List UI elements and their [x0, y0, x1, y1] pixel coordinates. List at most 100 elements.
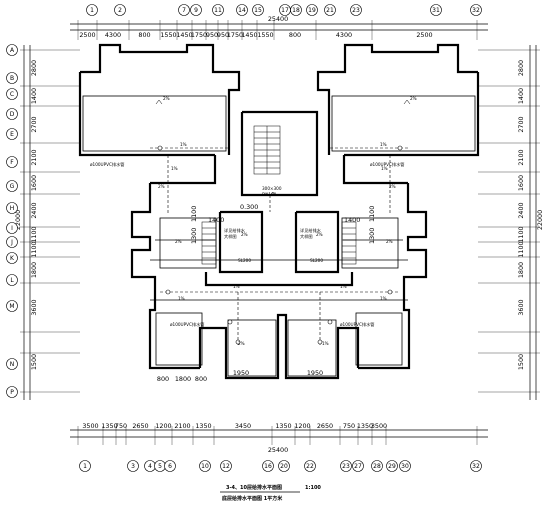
axis-bubble-top: [324, 4, 336, 16]
room-note-left-1: 详见给排水: [224, 227, 246, 234]
dim-left-label: 1500: [30, 354, 38, 370]
axis-bubble-bottom: [371, 460, 383, 472]
slope-label: 2%: [316, 232, 323, 237]
axis-bubble-bottom: [127, 460, 139, 472]
level-marks: [155, 99, 411, 197]
axis-label-top: 1: [90, 7, 94, 14]
axis-label-bottom: 6: [168, 463, 172, 470]
dim-right-label: 1100: [517, 241, 525, 257]
axis-label-left: I: [11, 225, 13, 232]
axis-bubble-bottom: [79, 460, 91, 472]
slope-label: 1%: [180, 142, 187, 147]
pipe-label-right: ø100UPVC排水管: [370, 161, 405, 168]
dim-top-total: 25400: [268, 15, 288, 23]
axis-label-bottom: 28: [373, 463, 381, 470]
dim-bottom-label: 2100: [174, 422, 190, 430]
axis-bubble-bottom: [386, 460, 398, 472]
dim-right-label: 3600: [517, 299, 525, 315]
axis-label-left: F: [10, 159, 14, 166]
axis-bubble-left: [6, 108, 18, 120]
dim-top-label: 800: [289, 31, 301, 39]
axis-bubble-top: [350, 4, 362, 16]
axis-label-bottom: 27: [354, 463, 362, 470]
slope-label: 2%: [389, 184, 396, 189]
axis-bubble-left: [6, 88, 18, 100]
dim-right-label: 1100: [517, 226, 525, 242]
dim-unit-label: 1950: [307, 369, 323, 377]
pipe-label-bottom-right: ø100UPVC排水管: [340, 321, 375, 328]
dim-top-label: 950: [217, 31, 229, 39]
axis-label-left: P: [10, 389, 14, 396]
slope-label: 1%: [233, 284, 240, 289]
elevation-note-a: 300×300: [262, 186, 282, 191]
slope-label: 1%: [380, 296, 387, 301]
axis-label-top: 14: [238, 7, 246, 14]
axis-label-left: G: [10, 183, 15, 190]
axis-bubble-left: [6, 274, 18, 286]
dim-bottom-label: 3500: [82, 422, 98, 430]
axis-bubble-top: [212, 4, 224, 16]
axis-bubble-left: [6, 252, 18, 264]
dim-left-label: 1600: [30, 175, 38, 191]
axis-bubble-top: [290, 4, 302, 16]
axis-label-top: 31: [432, 7, 440, 14]
dim-unit-label: 800: [195, 375, 207, 383]
dim-left-label: 2700: [30, 116, 38, 132]
axis-bubble-left: [6, 202, 18, 214]
drawing-scale: 1:100: [305, 485, 321, 491]
axis-bubble-left: [6, 156, 18, 168]
dim-1300-left: 1300: [190, 228, 198, 244]
axis-bubble-top: [190, 4, 202, 16]
axis-bubble-bottom: [220, 460, 232, 472]
dim-right-label: 1800: [517, 262, 525, 278]
dim-right-label: 1600: [517, 175, 525, 191]
axis-label-left: C: [10, 91, 14, 98]
slope-label: 1%: [171, 166, 178, 171]
axis-bubble-top: [236, 4, 248, 16]
dim-top-label: 4300: [336, 31, 352, 39]
dim-right-label: 2800: [517, 60, 525, 76]
slope-label: 2%: [241, 232, 248, 237]
dimension-frame: [23, 23, 537, 438]
axis-label-bottom: 12: [222, 463, 230, 470]
axis-label-left: H: [10, 205, 15, 212]
axis-bubble-top: [86, 4, 98, 16]
axis-bubble-left: [6, 44, 18, 56]
dim-left-label: 1400: [30, 88, 38, 104]
dim-left-label: 2100: [30, 149, 38, 165]
dim-bottom-label: 3500: [371, 422, 387, 430]
axis-label-left: D: [10, 111, 15, 118]
drawing-title-line1: 3-4、10层给排水平面图: [226, 484, 282, 491]
axis-label-top: 23: [352, 7, 360, 14]
dim-left-total: 22000: [14, 210, 22, 230]
room-note-left-2: 大样图: [224, 233, 237, 240]
axis-label-left: E: [10, 131, 14, 138]
dim-bottom-label: 1350: [357, 422, 373, 430]
axis-label-top: 21: [326, 7, 334, 14]
axis-label-top: 19: [308, 7, 316, 14]
axis-label-left: M: [9, 303, 14, 310]
axis-label-bottom: 30: [401, 463, 409, 470]
elevation-note-b: DN100: [262, 192, 277, 197]
dim-top-label: 950: [206, 31, 218, 39]
drawing-title-line2: 底层给排水平面图 1平方米: [221, 495, 283, 502]
room-note-right-2: 大样图: [300, 233, 313, 240]
axis-bubble-bottom: [352, 460, 364, 472]
dim-left-label: 2400: [30, 202, 38, 218]
level-left: 1400: [208, 216, 224, 224]
slope-label: 2%: [158, 184, 165, 189]
axis-bubble-top: [178, 4, 190, 16]
dim-top-label: 4300: [105, 31, 121, 39]
dim-unit-label: 1950: [233, 369, 249, 377]
axis-label-left: B: [10, 75, 14, 82]
dim-1100-right: 1100: [368, 206, 376, 222]
axis-bubble-top: [470, 4, 482, 16]
vertical-grid-lines: [77, 20, 478, 445]
dim-top-label: 1750: [227, 31, 243, 39]
axis-label-bottom: 5: [158, 463, 162, 470]
level-right: 1400: [344, 216, 360, 224]
axis-label-bottom: 23: [342, 463, 350, 470]
drain-pipes: [150, 147, 410, 345]
elevation-label: 0.300: [240, 203, 258, 211]
elev-label-right: SL200: [310, 258, 323, 263]
